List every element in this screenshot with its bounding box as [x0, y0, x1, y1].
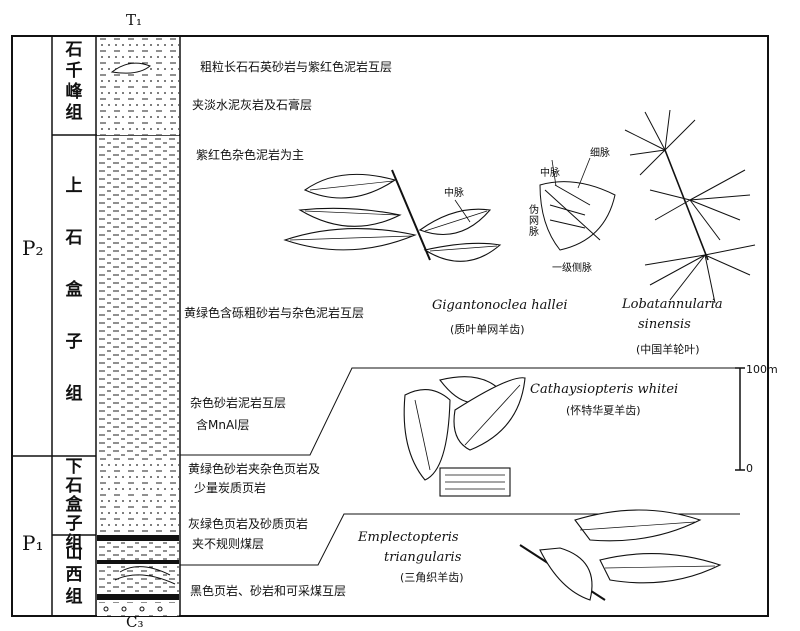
series-label-p1: P₁: [22, 531, 44, 555]
conglomerate-bed: [97, 603, 179, 615]
description-7: 黄绿色砂岩夹杂色页岩及: [188, 462, 321, 476]
lithology-shangshihezi: [97, 136, 179, 456]
description-11: 黑色页岩、砂岩和可采煤互层: [190, 584, 347, 598]
venation-detail-sketch: [539, 157, 616, 251]
cross-bedding: [114, 566, 176, 585]
formation-label-xiashihezi: 下石盒子组: [65, 457, 83, 553]
lobatannularia-sketch: [624, 109, 756, 304]
coal-seam: [97, 535, 179, 541]
fossil-chinese-emplectopteris: (三角织羊齿): [400, 571, 464, 584]
gigantonoclea-sketch: [283, 169, 502, 262]
fossil-latin-lobatannularia: Lobatannularia: [622, 297, 723, 312]
description-10: 夹不规则煤层: [192, 537, 265, 551]
lithology-shiqianfeng: [97, 37, 179, 135]
description-6: 含MnAl层: [196, 418, 250, 432]
description-4: 黄绿色含砾粗砂岩与杂色泥岩互层: [184, 306, 365, 320]
leader-line: [180, 367, 740, 456]
formation-label-shiqianfeng: 石千峰组: [65, 40, 83, 123]
fossil-latin-emplectopteris: Emplectopteris: [358, 530, 459, 545]
outer-frame: [11, 35, 769, 617]
fossil-latin2-emplectopteris: triangularis: [384, 550, 462, 565]
fossil-latin-cathaysiopteris: Cathaysiopteris whitei: [530, 382, 679, 397]
series-label-p2: P₂: [22, 236, 44, 260]
formation-label-shangshihezi: 上石盒子组: [65, 176, 83, 404]
scale-bottom-label: 0: [746, 462, 753, 475]
coal-seam: [97, 560, 179, 564]
fossil-latin2-lobatannularia: sinensis: [638, 317, 691, 332]
description-3: 紫红色杂色泥岩为主: [196, 148, 305, 162]
description-2: 夹淡水泥灰岩及石膏层: [192, 98, 313, 112]
fossil-chinese-lobatannularia: (中国羊轮叶): [636, 343, 700, 356]
annotation-veinlet: 细脉: [590, 148, 610, 159]
leader-line: [180, 513, 740, 566]
top-boundary-label: T₁: [126, 11, 143, 29]
gypsum-lens: [110, 62, 151, 74]
formation-label-shanxi: 山西组: [65, 543, 83, 607]
description-9: 灰绿色页岩及砂质页岩: [188, 517, 309, 531]
coal-seam: [97, 594, 179, 600]
conglomerate-pebbles: [103, 606, 163, 612]
fossil-latin-gigantonoclea: Gigantonoclea hallei: [432, 298, 568, 313]
description-1: 粗粒长石石英砂岩与紫红色泥岩互层: [200, 60, 393, 74]
scale-top-label: 100m: [746, 363, 778, 376]
annotation-netvein: 伪网脉: [529, 205, 539, 238]
description-8: 少量炭质页岩: [194, 481, 267, 495]
lithology-xiashihezi: [97, 457, 179, 535]
fossil-chinese-cathaysiopteris: (怀特华夏羊齿): [566, 404, 641, 417]
annotation-midrib-1: 中脉: [444, 188, 464, 199]
cathaysiopteris-sketch: [403, 376, 526, 497]
emplectopteris-sketch: [519, 509, 722, 601]
description-5: 杂色砂岩泥岩互层: [190, 396, 287, 410]
annotation-midrib-2: 中脉: [540, 168, 560, 179]
lithology-shanxi: [97, 536, 179, 616]
bottom-boundary-label: C₃: [126, 613, 144, 631]
fossil-chinese-gigantonoclea: (质叶单网羊齿): [450, 323, 525, 336]
annotation-lateral-vein: 一级侧脉: [552, 263, 592, 274]
